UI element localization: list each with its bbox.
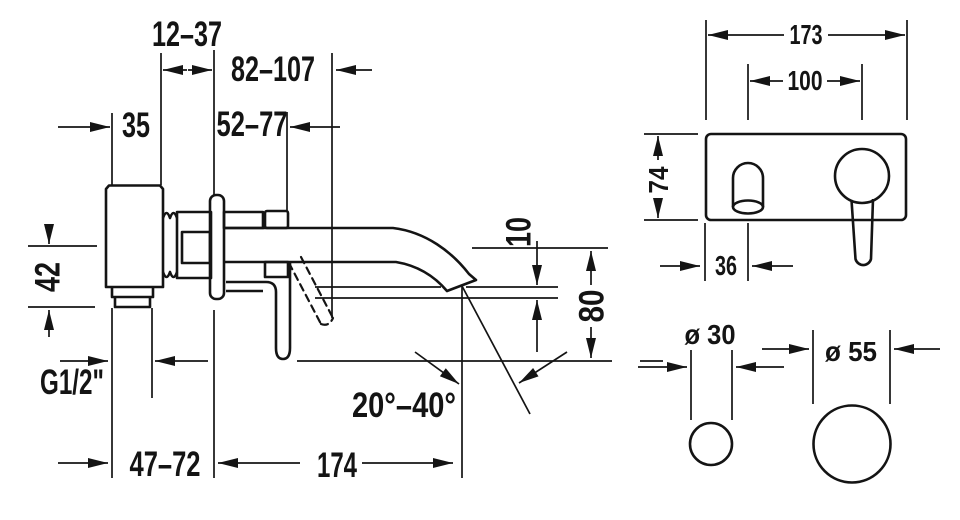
trim-plate (704, 132, 908, 222)
spout-angle-line (461, 285, 531, 415)
dim-174: 174 (218, 446, 453, 485)
dim-dia-30-label: ø 30 (685, 319, 736, 350)
dim-80-label: 80 (573, 290, 612, 323)
dim-100-label: 100 (788, 65, 823, 96)
dim-173-label: 173 (790, 19, 823, 50)
handle-diameter-circle (812, 404, 892, 484)
front-view (104, 184, 478, 361)
dim-35: 35 (58, 106, 150, 145)
lever-handle (226, 263, 292, 361)
front-view-reference-lines (28, 50, 663, 478)
dim-dia-55-label: ø 55 (825, 336, 877, 367)
dim-80: 80 (573, 251, 612, 358)
dim-42: 42 (29, 224, 68, 337)
dim-82-107: 82–107 (231, 50, 372, 89)
dim-12-37-label: 12–37 (152, 15, 222, 54)
plate-reference-lines (644, 20, 908, 281)
dim-173: 173 (708, 19, 905, 50)
wall-flange (208, 193, 226, 301)
dim-82-107-label: 82–107 (231, 50, 315, 89)
dim-g12: G1/2" (40, 356, 208, 402)
dim-g12-label: G1/2" (40, 363, 104, 402)
spout-diameter-circle (688, 421, 734, 467)
threaded-nipple (161, 211, 179, 279)
adapter-fitting (175, 210, 213, 280)
plate-lever-handle (833, 147, 891, 267)
inlet-step-upper (110, 287, 155, 299)
dim-dia-55: ø 55 (762, 330, 940, 404)
dim-52-77-label: 52–77 (217, 105, 288, 144)
dim-35-label: 35 (122, 106, 150, 145)
dim-10-label: 10 (500, 217, 539, 247)
spout (224, 226, 478, 293)
dim-12-37: 12–37 (152, 15, 222, 75)
dim-42-label: 42 (29, 262, 68, 292)
dim-52-77: 52–77 (217, 105, 340, 144)
dim-dia-30: ø 30 (638, 319, 784, 420)
dim-36: 36 (660, 250, 793, 281)
trim-plate-view (704, 132, 908, 267)
dim-74-label: 74 (643, 166, 674, 193)
dim-47-72-label: 47–72 (130, 445, 201, 484)
dim-174-label: 174 (317, 446, 357, 485)
inlet-step-lower (113, 297, 152, 309)
lever-handle-open-position (287, 255, 335, 326)
valve-body (104, 184, 165, 309)
dim-10: 10 (500, 217, 542, 352)
dim-36-label: 36 (715, 250, 737, 281)
dim-angle-label: 20°–40° (352, 386, 456, 425)
spout-opening (731, 161, 765, 215)
dim-47-72: 47–72 (58, 445, 201, 484)
diameter-details (688, 404, 892, 484)
mounting-collars (222, 209, 290, 279)
dim-angle-range: 20°–40° (352, 351, 568, 425)
dim-74: 74 (643, 136, 674, 218)
dim-100: 100 (750, 65, 860, 96)
